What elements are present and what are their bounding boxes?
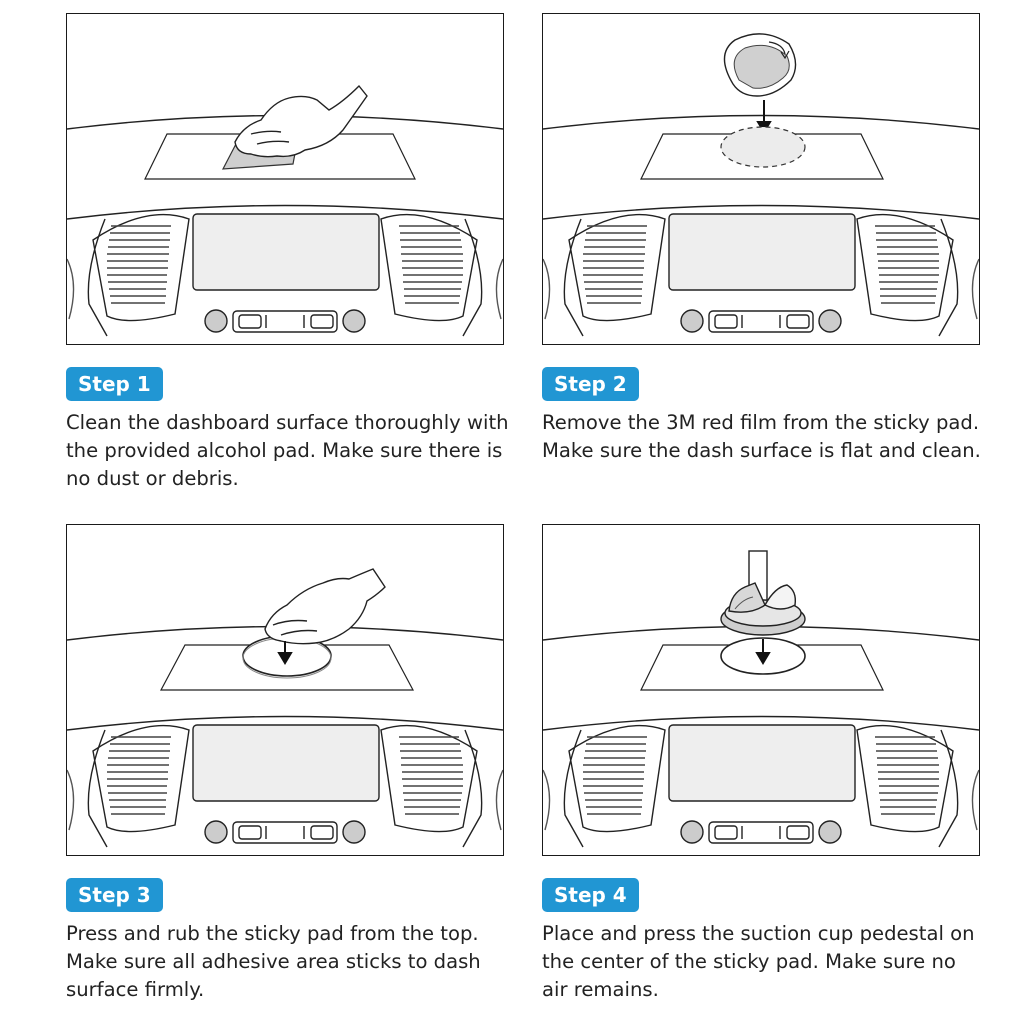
right-air-vent — [399, 225, 463, 304]
left-air-vent — [583, 736, 647, 815]
dashboard-drawing — [67, 625, 503, 848]
step-4-illustration — [542, 524, 980, 856]
wiping-hand-icon — [234, 84, 368, 158]
step-2-illustration — [542, 13, 980, 345]
down-arrow-icon — [277, 641, 293, 665]
step-1-illustration — [66, 13, 504, 345]
step-3-illustration — [66, 524, 504, 856]
step-2-badge: Step 2 — [542, 367, 639, 401]
left-air-vent — [107, 225, 171, 304]
pressing-hand-icon — [264, 568, 386, 645]
dashboard-drawing — [67, 114, 503, 337]
down-arrow-icon — [755, 639, 771, 665]
step-4-description: Place and press the suction cup pedestal… — [542, 922, 975, 1001]
step-2-description: Remove the 3M red film from the sticky p… — [542, 411, 981, 462]
right-air-vent — [399, 736, 463, 815]
step-1-description: Clean the dashboard surface thoroughly w… — [66, 411, 509, 490]
step-3-badge: Step 3 — [66, 878, 163, 912]
pad-placement-outline — [720, 126, 806, 168]
right-air-vent — [875, 225, 939, 304]
right-air-vent — [875, 736, 939, 815]
peeling-film-icon — [723, 33, 797, 97]
step-1-badge: Step 1 — [66, 367, 163, 401]
step-3-description: Press and rub the sticky pad from the to… — [66, 922, 481, 1001]
left-air-vent — [583, 225, 647, 304]
step-4-badge: Step 4 — [542, 878, 639, 912]
suction-cup-pedestal-icon — [720, 550, 806, 636]
dashboard-drawing — [543, 625, 979, 848]
left-air-vent — [107, 736, 171, 815]
dashboard-drawing — [543, 114, 979, 337]
